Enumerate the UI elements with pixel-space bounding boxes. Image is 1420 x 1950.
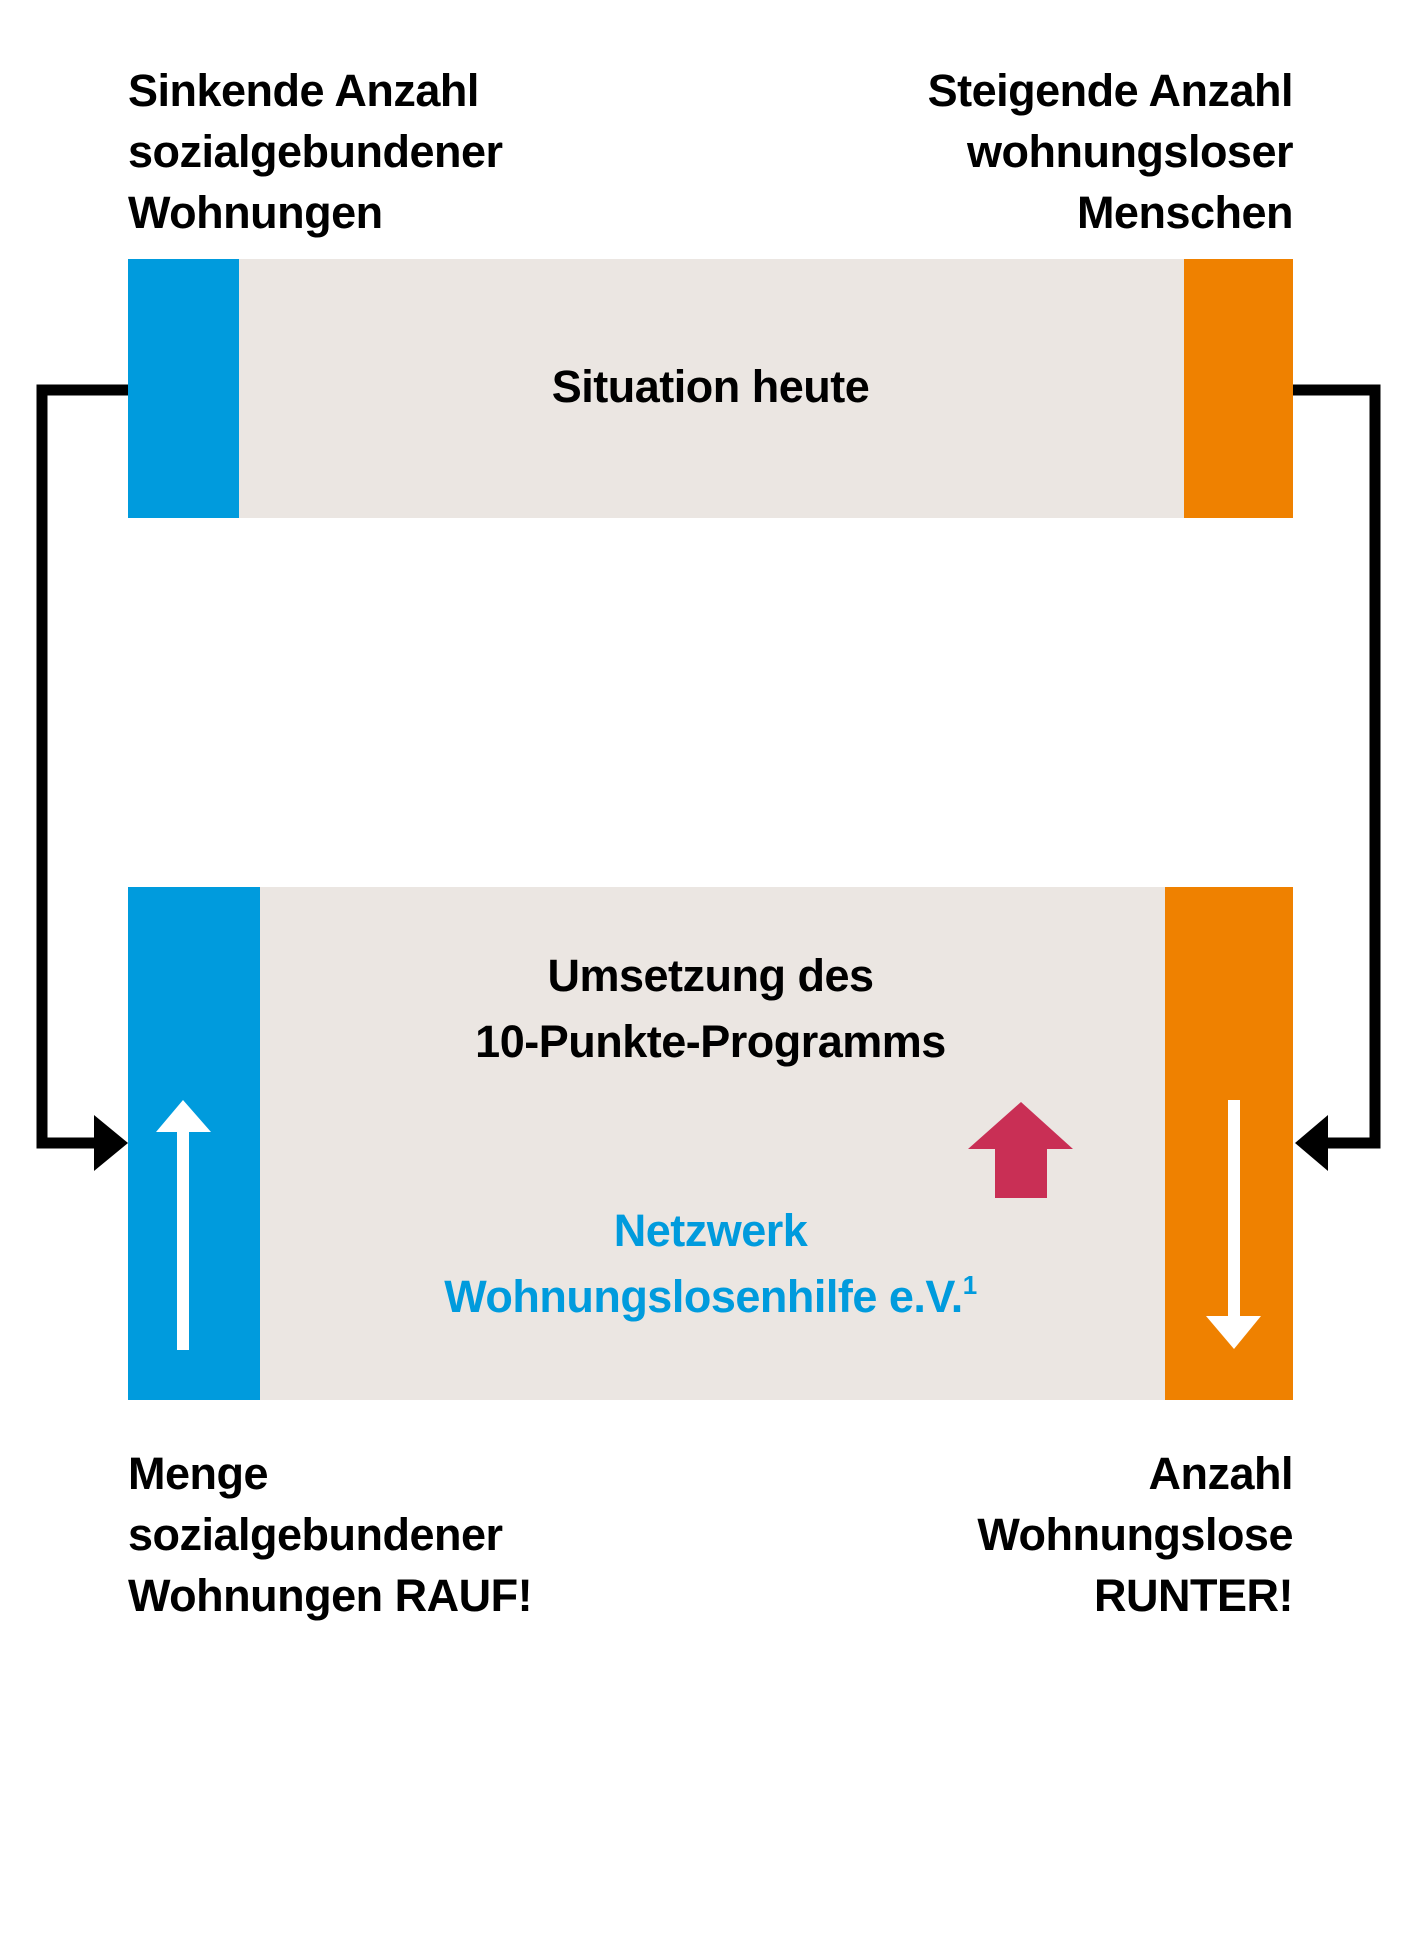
left-connector-arrow-icon xyxy=(36,384,128,1171)
top-left-label-line: Sinkende Anzahl xyxy=(128,65,479,116)
bottom-right-label-line: Anzahl xyxy=(1148,1448,1293,1499)
program-title: Umsetzung des 10-Punkte-Programms xyxy=(128,943,1293,1075)
arrow-up-icon xyxy=(156,1100,211,1350)
situation-today-box: Situation heute xyxy=(128,259,1293,518)
top-right-label-line: wohnungsloser xyxy=(966,126,1294,177)
right-connector-arrow-icon xyxy=(1293,384,1381,1171)
bottom-left-label-line: Wohnungen RAUF! xyxy=(128,1570,533,1621)
top-left-label-line: Wohnungen xyxy=(128,187,383,238)
network-name-text: Wohnungslosenhilfe e.V. xyxy=(444,1271,963,1322)
top-right-label-line: Steigende Anzahl xyxy=(927,65,1294,116)
situation-today-title: Situation heute xyxy=(551,361,870,412)
network-name: Netzwerk Wohnungslosenhilfe e.V.1 xyxy=(128,1198,1293,1330)
top-right-label: Steigende Anzahl wohnungsloser Menschen xyxy=(927,60,1294,243)
bottom-right-label: Anzahl Wohnungslose RUNTER! xyxy=(977,1443,1293,1626)
top-right-label-line: Menschen xyxy=(1076,187,1294,238)
program-title-line: Umsetzung des xyxy=(547,950,874,1001)
social-housing-bar-rising xyxy=(128,887,260,1400)
program-title-line: 10-Punkte-Programms xyxy=(475,1016,946,1067)
network-name-line2: Wohnungslosenhilfe e.V.1 xyxy=(128,1264,1293,1330)
arrow-down-icon xyxy=(1206,1100,1261,1349)
footnote-marker: 1 xyxy=(962,1270,977,1300)
bottom-left-label: Menge sozialgebundener Wohnungen RAUF! xyxy=(128,1443,533,1626)
homeless-count-bar xyxy=(1184,259,1293,518)
network-name-line1: Netzwerk xyxy=(613,1205,808,1256)
bottom-left-label-line: Menge xyxy=(128,1448,269,1499)
top-left-label: Sinkende Anzahl sozialgebundener Wohnung… xyxy=(128,60,503,243)
social-housing-bar xyxy=(128,259,239,518)
bottom-right-label-line: RUNTER! xyxy=(1094,1570,1293,1621)
bottom-left-label-line: sozialgebundener xyxy=(128,1509,503,1560)
bottom-right-label-line: Wohnungslose xyxy=(977,1509,1293,1560)
arrow-up-bold-icon xyxy=(968,1102,1073,1198)
top-left-label-line: sozialgebundener xyxy=(128,126,503,177)
